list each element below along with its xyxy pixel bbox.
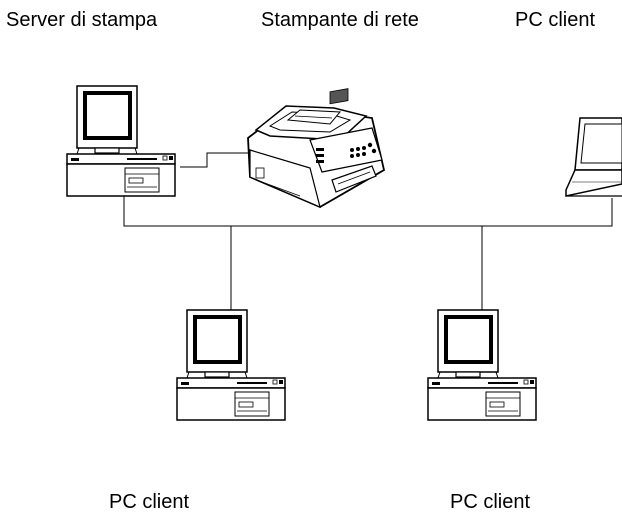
pc-client-bottom-right-computer-icon bbox=[426, 308, 538, 422]
pc-client-top-label: PC client bbox=[515, 9, 596, 31]
pc-client-bottom-left-computer-icon bbox=[175, 308, 287, 422]
network-printer-icon bbox=[247, 88, 386, 209]
network-printer-label: Stampante di rete bbox=[261, 9, 419, 31]
print-server-computer-icon bbox=[65, 84, 177, 198]
pc-client-bottom-left-label: PC client bbox=[109, 491, 190, 513]
pc-client-bottom-right-label: PC client bbox=[450, 491, 531, 513]
print-server-label: Server di stampa bbox=[6, 9, 158, 31]
network-cables bbox=[123, 152, 613, 310]
laptop-icon bbox=[565, 117, 622, 197]
